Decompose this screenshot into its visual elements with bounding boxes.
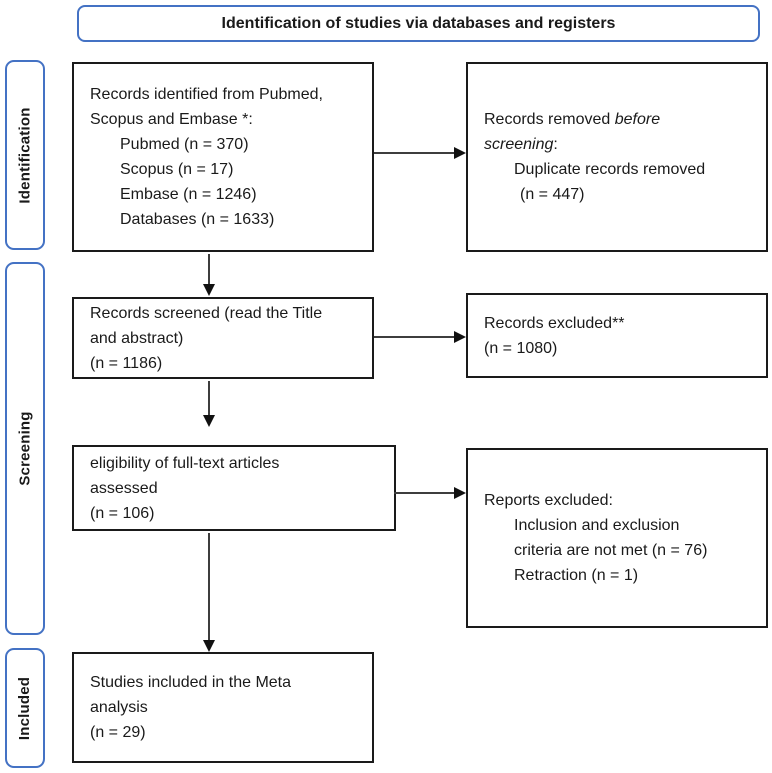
box-text-line: (n = 29) [90, 724, 146, 741]
box-text-line: Inclusion and exclusion [514, 517, 680, 534]
box-text-line: Scopus and Embase *: [90, 111, 253, 128]
box-text-line: (n = 1186) [90, 354, 163, 372]
box-text-line: Embase (n = 1246) [120, 186, 257, 203]
arrow-line-identified-to-removed [374, 152, 454, 154]
box-text-line: Records identified from Pubmed, [90, 86, 323, 103]
arrow-line-eligibility-to-included [208, 533, 210, 640]
box-records-screened: Records screened (read the Title and abs… [72, 297, 374, 379]
diagram-title: Identification of studies via databases … [221, 14, 616, 32]
arrow-line-eligibility-to-reports [394, 492, 454, 494]
box-text-line: Reports excluded: [484, 492, 613, 509]
arrowhead-down-icon [203, 415, 215, 427]
box-text-line: Scopus (n = 17) [120, 161, 234, 178]
box-text-line: assessed [90, 479, 158, 497]
box-text-line: Retraction (n = 1) [514, 567, 639, 584]
box-text-line: (n = 447) [520, 186, 585, 203]
box-text-line: (n = 1080) [484, 339, 558, 357]
box-reports-excluded: Reports excluded: Inclusion and exclusio… [466, 448, 768, 628]
arrowhead-right-icon [454, 147, 466, 159]
box-text-line: Duplicate records removed [514, 161, 706, 178]
stage-label-identification: Identification [5, 60, 45, 250]
arrow-line-screened-to-excluded [374, 336, 454, 338]
box-text-line: Records screened (read the Title [90, 304, 323, 322]
text-normal: Records removed [484, 111, 615, 128]
box-studies-included: Studies included in the Meta analysis (n… [72, 652, 374, 763]
box-text-line: screening: [484, 132, 760, 157]
stage-label-text: Screening [16, 411, 34, 486]
box-text-line: Records removed before [484, 107, 760, 132]
box-text-line: Pubmed (n = 370) [120, 136, 249, 153]
box-text-line: Records excluded** [484, 314, 625, 332]
stage-label-included: Included [5, 648, 45, 768]
arrowhead-right-icon [454, 331, 466, 343]
arrowhead-right-icon [454, 487, 466, 499]
stage-label-text: Identification [16, 106, 34, 204]
box-text-line: Studies included in the Meta [90, 674, 292, 691]
box-text-line: Databases (n = 1633) [120, 211, 275, 228]
box-records-identified: Records identified from Pubmed, Scopus a… [72, 62, 374, 252]
text-normal: : [553, 136, 558, 153]
box-text-line: eligibility of full-text articles [90, 454, 280, 472]
box-text-line: analysis [90, 699, 148, 716]
text-italic: screening [484, 136, 554, 153]
box-text-line: and abstract) [90, 329, 184, 347]
box-eligibility-assessed: eligibility of full-text articles assess… [72, 445, 396, 531]
stage-label-text: Included [16, 676, 34, 740]
diagram-title-box: Identification of studies via databases … [77, 5, 760, 42]
arrowhead-down-icon [203, 640, 215, 652]
box-text-line: criteria are not met (n = 76) [514, 542, 708, 559]
arrow-line-identified-to-screened [208, 254, 210, 284]
stage-label-screening: Screening [5, 262, 45, 635]
box-text-line: (n = 106) [90, 504, 155, 522]
arrow-line-screened-to-eligibility [208, 381, 210, 415]
box-records-excluded: Records excluded** (n = 1080) [466, 293, 768, 378]
arrowhead-down-icon [203, 284, 215, 296]
box-records-removed: Records removed before screening: Duplic… [466, 62, 768, 252]
text-italic: before [614, 111, 661, 128]
